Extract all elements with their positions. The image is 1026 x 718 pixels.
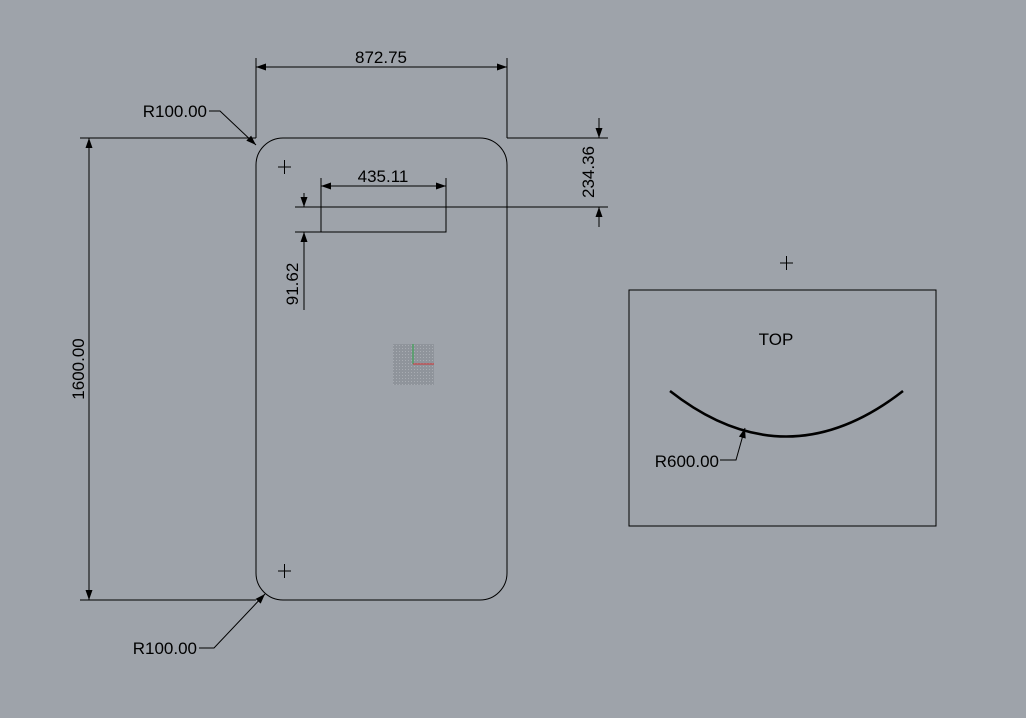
top-view-label: TOP <box>759 330 794 349</box>
leader-corner-radius-bottom[interactable]: R100.00 <box>133 593 266 658</box>
dimension-overall-width[interactable]: 872.75 <box>255 48 508 138</box>
top-view-frame[interactable] <box>628 289 937 527</box>
crosshair-icon <box>278 160 291 174</box>
crosshair-icon <box>780 256 793 270</box>
dimension-text-overall-width: 872.75 <box>355 48 407 67</box>
dimension-slot-width[interactable]: 435.11 <box>320 167 447 207</box>
axis-gizmo-icon[interactable] <box>393 344 434 385</box>
slot-outline[interactable] <box>320 206 447 233</box>
radius-text-bottom: R100.00 <box>133 639 197 658</box>
dimension-text-overall-height: 1600.00 <box>69 338 88 399</box>
dimension-overall-height[interactable]: 1600.00 <box>69 137 256 601</box>
leader-arc-radius[interactable]: R600.00 <box>655 427 746 471</box>
radius-text-top: R100.00 <box>143 102 207 121</box>
plate-outline[interactable] <box>255 137 508 601</box>
dimension-text-slot-width: 435.11 <box>358 167 409 186</box>
arc-curve[interactable] <box>669 390 904 438</box>
leader-corner-radius-top[interactable]: R100.00 <box>143 102 257 146</box>
dimension-text-slot-offset-small: 91.62 <box>283 263 302 306</box>
dimension-text-slot-offset-top: 234.36 <box>579 146 598 198</box>
dimension-slot-offset-top[interactable]: 234.36 <box>446 118 608 227</box>
dimension-slot-offset-small[interactable]: 91.62 <box>283 193 321 310</box>
crosshair-icon <box>278 564 291 578</box>
radius-text-arc: R600.00 <box>655 452 719 471</box>
